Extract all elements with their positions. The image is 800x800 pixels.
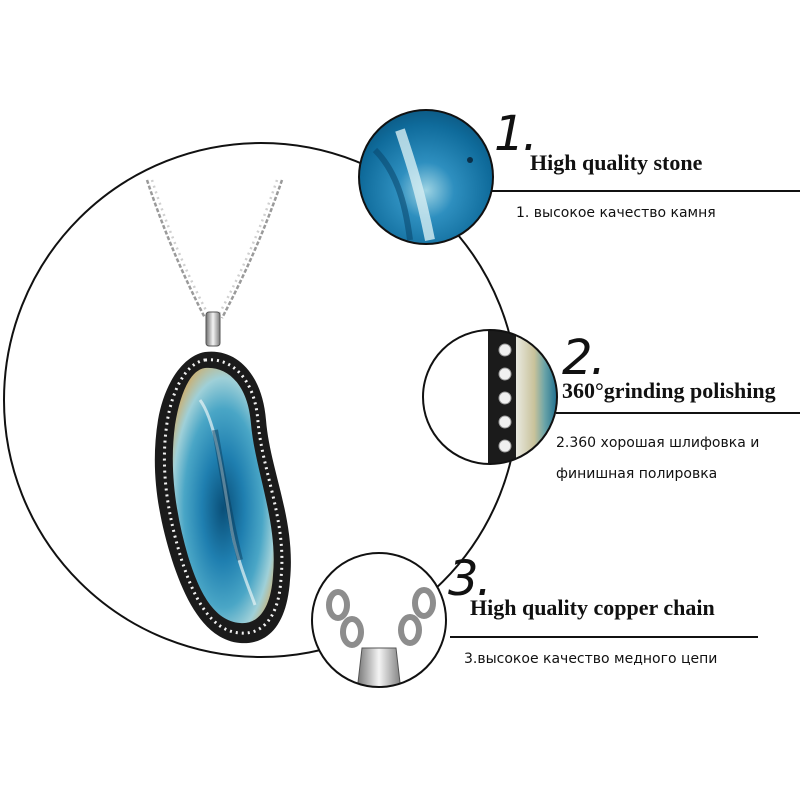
feature-1-divider (492, 190, 800, 192)
zoom-chain-detail (312, 553, 446, 687)
pendant-bail (205, 311, 221, 347)
feature-2-divider (556, 412, 800, 414)
feature-3-title: High quality copper chain (470, 595, 715, 620)
feature-2-description-line-2: финишная полировка (556, 466, 718, 482)
feature-2-description-line-1: 2.360 хорошая шлифовка и (556, 435, 760, 451)
feature-1-title: High quality stone (530, 150, 703, 175)
rhinestone-ring (162, 358, 284, 635)
feature-3-number: 3. (448, 551, 492, 607)
zoom-stone-detail (359, 110, 493, 244)
feature-3-description: 3.высокое качество медного цепи (464, 651, 718, 667)
feature-2-title: 360°grinding polishing (562, 378, 776, 403)
feature-1-description: 1. высокое качество камня (516, 205, 716, 221)
agate-stone (172, 367, 274, 624)
feature-2-number: 2. (562, 330, 606, 386)
feature-3-divider (450, 636, 758, 638)
necklace-chain (145, 179, 284, 319)
feature-1-number: 1. (494, 106, 538, 162)
